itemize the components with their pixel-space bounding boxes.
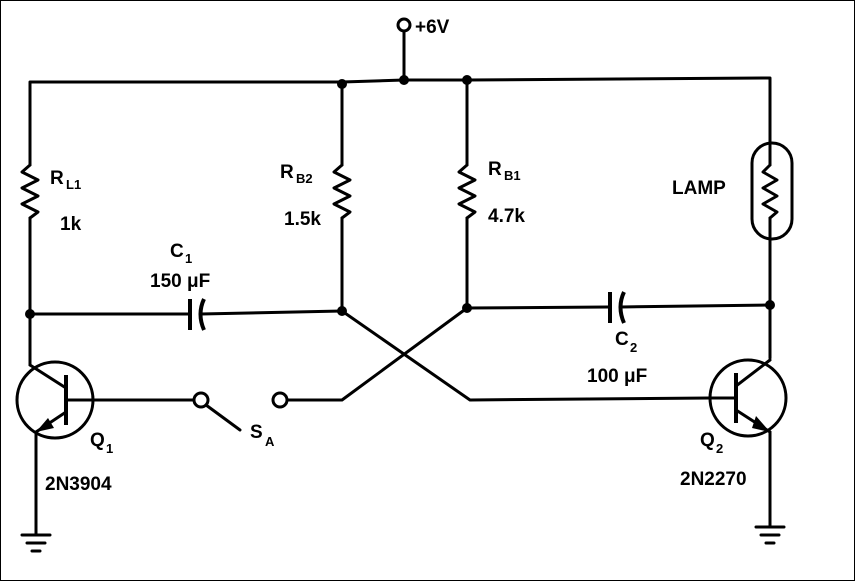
rl1-name: R <box>50 168 64 189</box>
cross-wire-b1 <box>286 306 469 402</box>
rb1-name: R <box>488 159 502 180</box>
rb2-sub: B2 <box>296 171 313 186</box>
junction-dot <box>765 300 775 310</box>
supply-label: +6V <box>415 17 450 38</box>
sa-sub: A <box>265 434 275 449</box>
q1-name: Q <box>90 430 105 451</box>
rb1-value: 4.7k <box>488 206 525 227</box>
rb2-value: 1.5k <box>284 209 321 230</box>
c2-sub: 2 <box>630 340 637 355</box>
rb2-name: R <box>280 162 294 183</box>
switch-sa <box>192 391 289 432</box>
q1-sub: 1 <box>106 441 113 456</box>
sa-name: S <box>250 422 263 443</box>
resistor-rb1 <box>457 78 477 310</box>
transistor-q2 <box>708 358 788 529</box>
c1-sub: 1 <box>185 251 192 266</box>
q2-name: Q <box>700 430 715 451</box>
lamp-label: LAMP <box>672 178 726 199</box>
q2-part: 2N2270 <box>680 469 747 490</box>
capacitor-c2 <box>465 291 772 324</box>
q1-part: 2N3904 <box>45 474 112 495</box>
lamp <box>750 141 794 360</box>
q2-sub: 2 <box>716 441 723 456</box>
rl1-value: 1k <box>60 214 82 235</box>
c1-value: 150 μF <box>150 271 210 292</box>
supply-terminal <box>396 17 412 85</box>
rb1-sub: B1 <box>504 168 521 183</box>
cross-wire-b2 <box>340 309 712 402</box>
resistor-rl1 <box>20 82 40 316</box>
c2-name: C <box>615 329 629 350</box>
c1-name: C <box>170 241 184 262</box>
rl1-sub: L1 <box>66 177 81 192</box>
ground-symbol <box>754 525 786 545</box>
top-rail <box>28 76 772 147</box>
resistor-rb2 <box>332 82 352 313</box>
ground-symbol <box>20 533 52 553</box>
c2-value: 100 μF <box>587 366 647 387</box>
transistor-q1 <box>15 312 196 537</box>
capacitor-c1 <box>28 298 344 331</box>
